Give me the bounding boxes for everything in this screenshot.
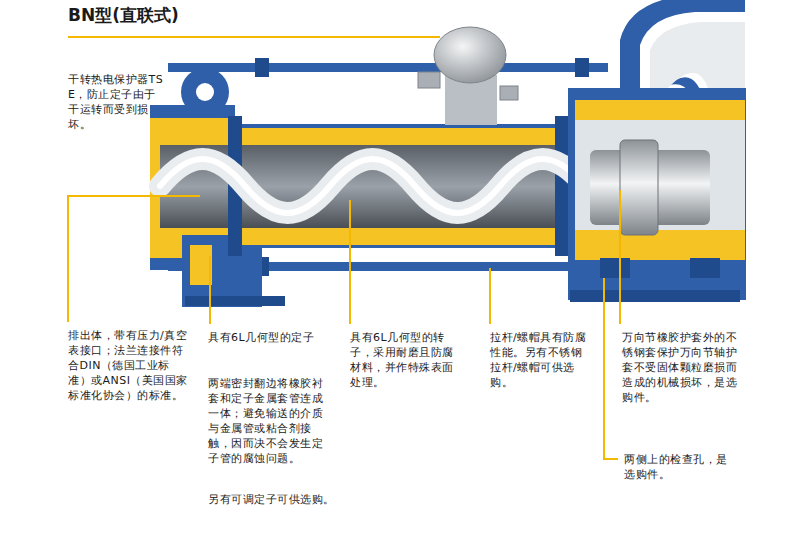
inspection-hole bbox=[600, 258, 630, 278]
callout-text: 两侧上的检查孔，是选购件。 bbox=[624, 452, 736, 482]
callout-text: 两端密封翻边将橡胶衬套和定子金属套管连成一体；避免输送的介质与金属管或粘合剂接触… bbox=[208, 376, 334, 466]
callout-text: 万向节橡胶护套外的不锈钢套保护万向节轴护套不受固体颗粒磨损而造成的机械损坏，是选… bbox=[622, 330, 740, 405]
callout-text: 拉杆/螺帽具有防腐性能。另有不锈钢拉杆/螺帽可供选购。 bbox=[490, 330, 590, 390]
tse-junction-box bbox=[418, 27, 518, 125]
leader-line bbox=[68, 37, 620, 459]
callout-text: 具有6L几何型的定子 bbox=[208, 330, 334, 345]
suction-casing bbox=[568, 88, 746, 302]
callout-text: 排出体，带有压力/真空表接口；法兰连接件符合DIN（德国工业标准）或ANSI（美… bbox=[68, 328, 190, 403]
callout-text: 另有可调定子可供选购。 bbox=[208, 492, 338, 507]
tie-rod bbox=[168, 63, 608, 72]
stator bbox=[228, 116, 569, 256]
callout-text: 干转热电保护器TSE，防止定子由于干运转而受到损坏。 bbox=[68, 72, 164, 132]
title: BN型(直联式) bbox=[68, 4, 179, 27]
rotor bbox=[160, 159, 600, 213]
callout-text: 具有6L几何型的转子，采用耐磨且防腐材料，并作特殊表面处理。 bbox=[350, 330, 460, 390]
